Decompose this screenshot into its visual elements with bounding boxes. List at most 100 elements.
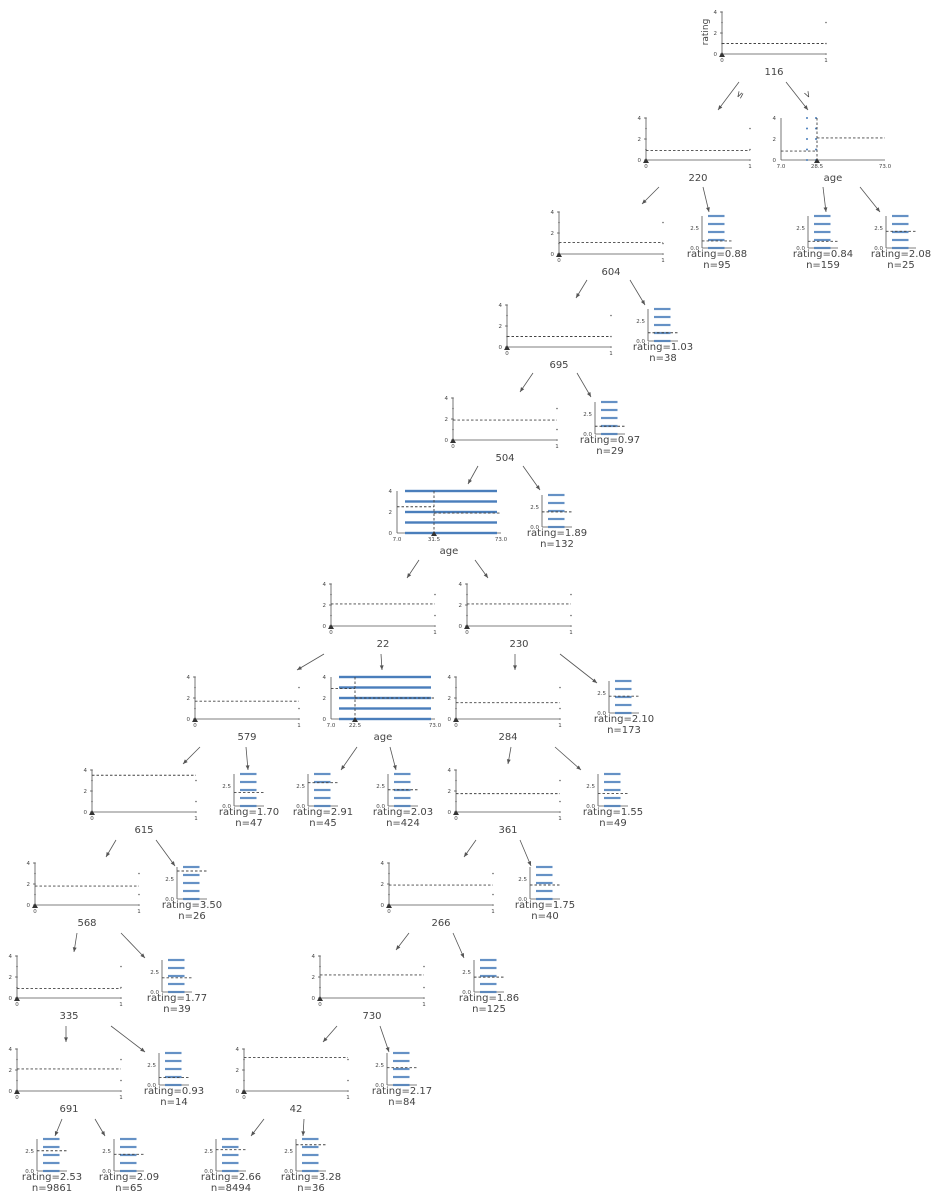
y-tick-label: 0 — [389, 531, 393, 537]
y-tick-label: 2.5 — [636, 319, 645, 325]
point — [120, 1079, 122, 1082]
y-tick-label: 2 — [27, 882, 31, 888]
y-tick-label: 2 — [187, 696, 191, 702]
point-row — [394, 780, 411, 784]
y-tick-label: 0 — [448, 717, 452, 723]
edge-arrow — [406, 559, 420, 579]
point-row — [165, 1051, 182, 1055]
point-row — [240, 780, 257, 784]
point — [319, 965, 321, 968]
point — [423, 965, 425, 968]
point — [559, 686, 561, 689]
y-tick-label: 4 — [448, 675, 452, 681]
arrowhead — [592, 678, 597, 683]
arrowhead — [464, 852, 469, 857]
point — [466, 583, 468, 585]
split-marker-triangle — [431, 531, 437, 536]
y-tick-label: 0.0 — [874, 246, 883, 252]
edge-line — [519, 839, 532, 867]
point — [645, 148, 647, 151]
y-tick-label: 0 — [9, 996, 13, 1002]
point — [452, 407, 454, 410]
point-row — [165, 1075, 182, 1079]
leaf-count: n=65 — [115, 1183, 142, 1194]
point-row — [814, 246, 831, 250]
point — [452, 428, 454, 431]
point — [570, 614, 572, 617]
edge-arrow — [717, 81, 740, 111]
point-row — [393, 1051, 410, 1055]
point-row — [165, 1067, 182, 1071]
leaf-rating: rating=0.84 — [793, 249, 853, 260]
y-tick-label: 2 — [445, 417, 449, 423]
point-row — [222, 1153, 239, 1157]
point-row — [601, 408, 618, 412]
y-tick-label: 0 — [445, 438, 449, 444]
edge-line — [859, 186, 881, 213]
leaf-count: n=47 — [235, 818, 262, 829]
point-row — [240, 772, 257, 776]
leaf-rating: rating=2.66 — [201, 1172, 261, 1183]
y-tick-label: 2 — [9, 975, 13, 981]
point — [120, 997, 122, 999]
point — [749, 127, 751, 130]
point — [120, 1090, 122, 1092]
leaf-rating: rating=0.88 — [687, 249, 747, 260]
y-tick-label: 2.5 — [165, 877, 174, 883]
arrowhead — [396, 945, 401, 950]
point — [16, 1048, 18, 1050]
arrowhead — [100, 1131, 105, 1136]
x-tick-label: 7.0 — [777, 164, 786, 170]
leaf-rating: rating=2.08 — [871, 249, 931, 260]
point-row — [168, 966, 185, 970]
point — [506, 325, 508, 327]
y-tick-label: 2.5 — [530, 505, 539, 511]
point — [347, 1058, 349, 1061]
leaf-count: n=84 — [388, 1097, 415, 1108]
y-tick-label: 2 — [448, 696, 452, 702]
point-row — [168, 958, 185, 962]
point-row — [814, 230, 831, 234]
y-tick-label: 2.5 — [518, 877, 527, 883]
point-row — [120, 1161, 137, 1165]
y-tick-label: 0 — [773, 158, 777, 164]
point — [645, 127, 647, 130]
node-label: 504 — [495, 453, 514, 464]
point-row — [168, 974, 185, 978]
point — [434, 593, 436, 596]
split-marker-triangle — [328, 624, 334, 629]
point — [423, 986, 425, 989]
point-row — [480, 958, 497, 962]
point-row — [536, 897, 553, 901]
y-tick-label: 2 — [499, 324, 503, 330]
node-label: 691 — [59, 1104, 78, 1115]
edge-arrow — [245, 746, 250, 771]
y-tick-label: 0.0 — [462, 990, 471, 996]
y-tick-label: 0 — [381, 903, 385, 909]
edge-arrow — [64, 1026, 68, 1042]
point — [556, 428, 558, 431]
edge-arrow — [822, 186, 828, 213]
y-tick-label: 2.5 — [375, 1063, 384, 1069]
point — [662, 221, 664, 224]
y-tick-label: 4 — [389, 489, 393, 495]
point — [16, 955, 18, 957]
arrowhead — [706, 207, 710, 212]
point — [194, 707, 196, 710]
point — [492, 872, 494, 875]
point-strip — [405, 510, 497, 514]
point-row — [548, 509, 565, 513]
split-marker-triangle — [643, 158, 649, 163]
node-label: 220 — [688, 173, 707, 184]
leaf-rating: rating=1.86 — [459, 993, 519, 1004]
split-marker-triangle — [450, 438, 456, 443]
leaf-count: n=8494 — [211, 1183, 251, 1194]
